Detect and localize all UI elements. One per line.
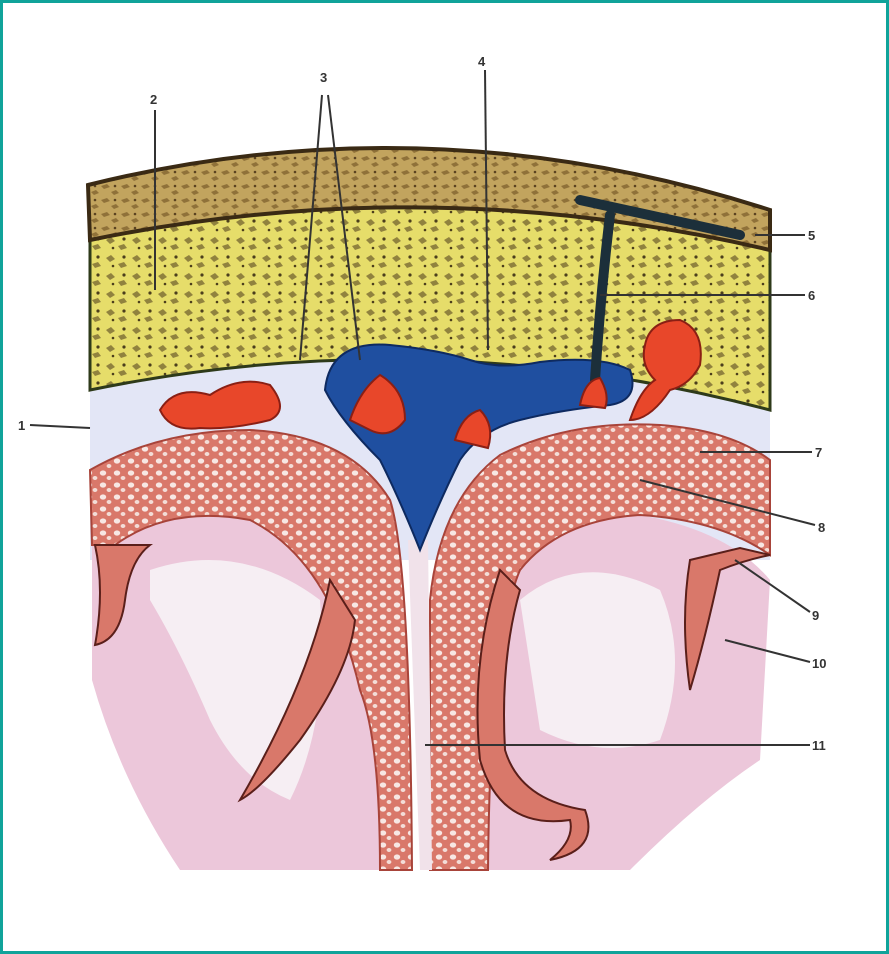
white-matter-right	[520, 572, 675, 748]
label-11: 11	[812, 738, 826, 753]
label-9: 9	[812, 608, 819, 623]
label-10: 10	[812, 656, 826, 671]
label-6: 6	[808, 288, 815, 303]
label-5: 5	[808, 228, 815, 243]
label-1: 1	[18, 418, 25, 433]
label-2: 2	[150, 92, 157, 107]
label-7: 7	[815, 445, 822, 460]
label-3: 3	[320, 70, 327, 85]
label-8: 8	[818, 520, 825, 535]
label-4: 4	[478, 54, 486, 69]
